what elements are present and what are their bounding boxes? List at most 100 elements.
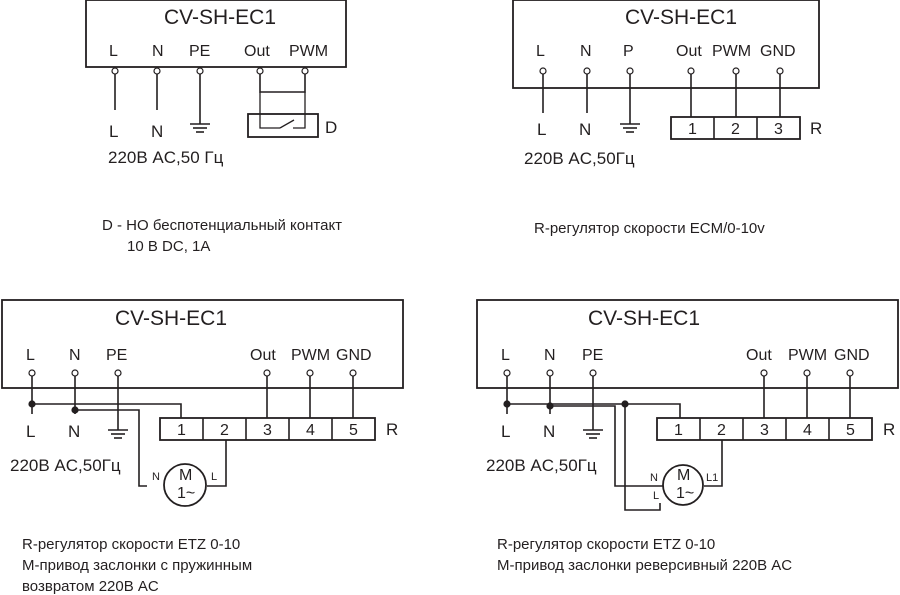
junction-n [71, 406, 79, 414]
regulator-terminal-block [159, 417, 376, 441]
pin-label-n: N [152, 43, 164, 60]
motor-symbol [163, 463, 207, 507]
ground-symbol [583, 429, 603, 439]
terminal-4: 4 [306, 422, 315, 439]
pin-label-gnd: GND [760, 43, 796, 60]
note-line-2: М-привод заслонки реверсивный 220В AC [497, 557, 792, 574]
terminal-4: 4 [803, 422, 812, 439]
pin-label-pe: PE [189, 43, 210, 60]
pin-terminal-gnd [776, 67, 784, 75]
regulator-label: R [883, 420, 895, 439]
diagram-3-spring-return-damper: CV-SH-EC1 L N PE Out PWM GND L N [1, 299, 404, 595]
terminal-3: 3 [263, 422, 272, 439]
terminal-5: 5 [846, 422, 855, 439]
junction-l-branch [621, 400, 629, 408]
wire-label-l: L [109, 122, 118, 141]
motor-symbol [662, 464, 704, 506]
pin-label-pwm: PWM [712, 43, 751, 60]
pin-label-out: Out [244, 43, 270, 60]
wire-label-l: L [537, 120, 546, 139]
pin-label-l: L [501, 347, 510, 364]
controller-box [85, 0, 347, 68]
supply-label: 220В AC,50Гц [10, 456, 121, 475]
terminal-2: 2 [731, 121, 740, 138]
pin-terminal-pe [589, 369, 597, 377]
pin-terminal-pwm [306, 369, 314, 377]
note-line-2: 10 В DC, 1А [127, 238, 210, 255]
pin-label-out: Out [676, 43, 702, 60]
note-line-1: R-регулятор скорости ETZ 0-10 [497, 536, 715, 553]
wire-motor-to-terminal-2 [207, 440, 227, 487]
pin-terminal-l [503, 369, 511, 377]
pin-terminal-n [153, 67, 161, 75]
controller-box [512, 0, 820, 89]
ground-symbol [620, 123, 640, 133]
terminal-1: 1 [177, 422, 186, 439]
junction-l [503, 400, 511, 408]
wire-l-to-motor-bottom [624, 404, 661, 511]
pin-label-pwm: PWM [788, 347, 827, 364]
regulator-label: R [386, 420, 398, 439]
supply-label: 220В AC,50 Гц [108, 148, 224, 167]
pin-terminal-l [111, 67, 119, 75]
note-line-2: М-привод заслонки с пружинным [22, 557, 252, 574]
pin-terminal-out [687, 67, 695, 75]
supply-label: 220В AC,50Гц [524, 149, 635, 168]
pin-terminal-n [71, 369, 79, 377]
motor-lead-n: N [650, 472, 658, 484]
terminal-1: 1 [674, 422, 683, 439]
pin-terminal-p [626, 67, 634, 75]
terminal-2: 2 [717, 422, 726, 439]
pin-terminal-out [256, 67, 264, 75]
pin-terminal-n [583, 67, 591, 75]
pin-label-pwm: PWM [289, 43, 328, 60]
dry-contact-symbol [247, 74, 319, 138]
terminal-1: 1 [688, 121, 697, 138]
pin-label-pwm: PWM [291, 347, 330, 364]
pin-label-l: L [109, 43, 118, 60]
controller-title: CV-SH-EC1 [588, 307, 700, 330]
terminal-5: 5 [349, 422, 358, 439]
pin-terminal-n [546, 369, 554, 377]
terminal-3: 3 [760, 422, 769, 439]
pin-label-out: Out [250, 347, 276, 364]
note-line-1: R-регулятор скорости ECM/0-10v [534, 220, 765, 237]
pin-label-p: P [623, 43, 634, 60]
regulator-label: R [810, 119, 822, 138]
pin-label-l: L [536, 43, 545, 60]
note-line-1: D - НО беспотенциальный контакт [102, 217, 342, 234]
note-line-3: возвратом 220В AC [22, 578, 159, 595]
pin-terminal-out [263, 369, 271, 377]
motor-lead-l1: L1 [706, 472, 718, 484]
pin-terminal-l [539, 67, 547, 75]
motor-label: M [677, 467, 690, 484]
contact-label: D [325, 118, 337, 137]
wire-n-to-motor [75, 409, 147, 487]
pin-label-gnd: GND [336, 347, 372, 364]
diagram-1-contact: CV-SH-EC1 L N PE Out PWM L N D 220В AC,5… [85, 0, 347, 255]
pin-terminal-pe [196, 67, 204, 75]
wire-l-to-terminal-1 [507, 403, 681, 418]
junction-l [28, 400, 36, 408]
controller-title: CV-SH-EC1 [625, 6, 737, 29]
pin-label-n: N [544, 347, 556, 364]
pin-label-pe: PE [106, 347, 127, 364]
supply-label: 220В AC,50Гц [486, 456, 597, 475]
pin-label-l: L [26, 347, 35, 364]
pin-terminal-pwm [732, 67, 740, 75]
controller-box [1, 299, 404, 389]
pin-terminal-gnd [846, 369, 854, 377]
wire-label-l: L [501, 422, 510, 441]
note-line-1: R-регулятор скорости ETZ 0-10 [22, 536, 240, 553]
ground-symbol [108, 429, 128, 439]
controller-title: CV-SH-EC1 [115, 307, 227, 330]
pin-terminal-out [760, 369, 768, 377]
junction-n [546, 402, 554, 410]
wire-motor-to-terminal-2 [704, 440, 723, 487]
motor-phase: 1~ [676, 485, 694, 502]
pin-terminal-gnd [349, 369, 357, 377]
wire-label-n: N [543, 422, 555, 441]
pin-label-pe: PE [582, 347, 603, 364]
pin-terminal-pwm [803, 369, 811, 377]
